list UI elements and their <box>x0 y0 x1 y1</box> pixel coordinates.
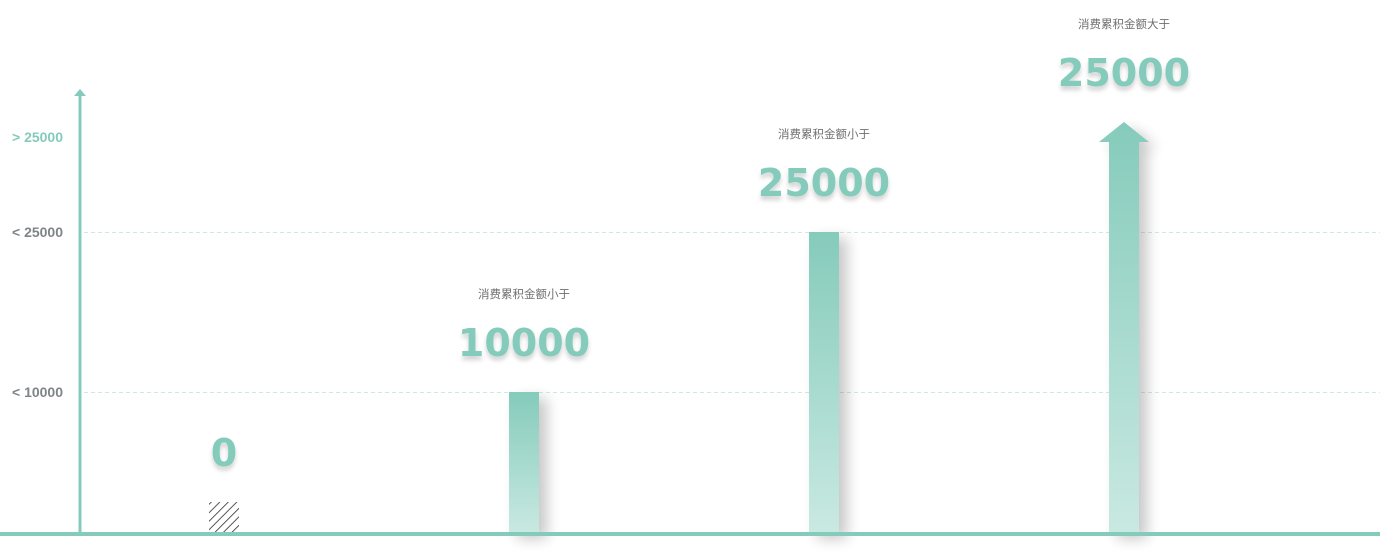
y-tick-label: < 25000 <box>12 224 63 240</box>
bar-caption: 消费累积金额大于 <box>1078 17 1170 31</box>
bar-caption: 消费累积金额小于 <box>778 127 870 141</box>
y-tick-label: < 10000 <box>12 384 63 400</box>
bar-2 <box>809 232 839 533</box>
bar-caption: 消费累积金额小于 <box>478 287 570 301</box>
bar-labels: 0 10000 消费累积金额小于 25000 消费累积金额小于 25000 消费累积金额大于 <box>211 17 1190 475</box>
bar-value-label: 0 <box>211 431 237 475</box>
y-axis-arrow <box>74 89 86 96</box>
bar-value-label: 25000 <box>758 161 890 205</box>
bar-0 <box>209 502 239 533</box>
bar-1 <box>509 392 539 533</box>
axes: > 25000 < 25000 < 10000 <box>0 89 1380 536</box>
gridlines <box>84 232 1380 393</box>
y-tick-label: > 25000 <box>12 129 63 145</box>
bar-value-label: 25000 <box>1058 51 1190 95</box>
bars <box>209 122 1149 533</box>
bar-value-label: 10000 <box>458 321 590 365</box>
bar-3 <box>1099 122 1149 533</box>
